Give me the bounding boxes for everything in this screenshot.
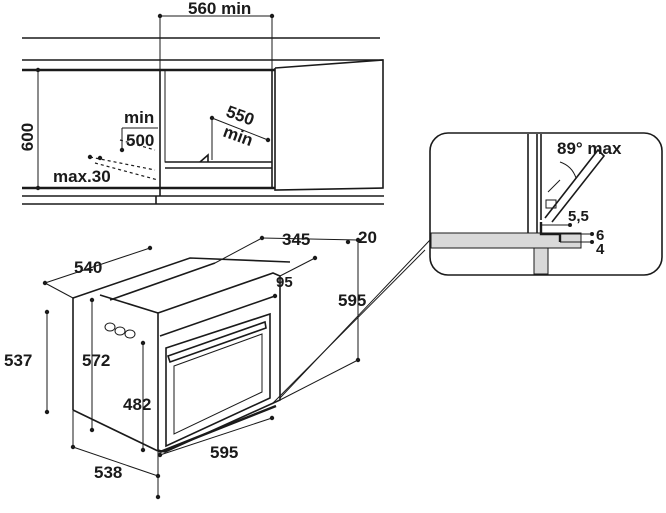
oven-body-height-label: 537 — [4, 351, 32, 370]
detail-dim-6-end — [590, 232, 594, 236]
detail-frame — [429, 132, 663, 276]
oven-top-inner-edge — [99, 294, 159, 314]
dim-595h-end-2 — [269, 415, 275, 421]
detail-door-open — [544, 148, 606, 223]
gap-dim-end-1 — [97, 155, 103, 161]
detail-dim-55-end — [568, 223, 572, 227]
detail-angle-arc — [559, 161, 577, 179]
opening-dash-2 — [94, 162, 159, 181]
detail-shelf — [430, 232, 582, 249]
oven-height-label: 595 — [338, 291, 366, 310]
oven-body-bottom-edge — [72, 409, 161, 453]
gap-dim-end-2 — [87, 154, 93, 160]
oven-top-side-line — [109, 262, 216, 301]
oven-door-height-label: 482 — [123, 395, 151, 414]
dim-572-end-top — [89, 297, 95, 303]
vent-hole-2 — [114, 326, 126, 336]
oven-width-label: 595 — [210, 443, 238, 462]
oven-door-window — [173, 333, 263, 435]
cabinet-opening-label: 500 — [126, 131, 154, 150]
dim-540-end-2 — [147, 245, 153, 251]
dim-95-line — [279, 257, 316, 277]
dim-540-line — [44, 247, 151, 284]
cabinet-width-label: 560 min — [188, 0, 251, 18]
cabinet-drawing: 560 min 600 550 min min 500 max.30 — [18, 0, 384, 205]
depth-dimension-line — [211, 117, 269, 141]
opening-dash-1 — [89, 156, 156, 171]
width-dim-end-left — [157, 13, 163, 19]
control-strip-line — [159, 295, 276, 337]
oven-door — [165, 312, 271, 448]
detail-dim-c-label: 4 — [596, 241, 605, 258]
cabinet-gap-label: max.30 — [53, 167, 111, 186]
oven-depth-label: 540 — [74, 258, 102, 277]
dim-345-ext — [214, 237, 263, 264]
dim-595h-line — [159, 417, 273, 456]
dim-345-line — [261, 237, 359, 241]
detail-hinge-block — [545, 199, 557, 209]
detail-dim-4-end — [590, 240, 594, 244]
dim-595v-ext — [279, 359, 359, 401]
cabinet-height-label: 600 — [18, 123, 37, 151]
dim-540-ext — [44, 282, 74, 299]
detail-step — [539, 222, 562, 242]
vent-hole-3 — [124, 329, 136, 339]
dim-538-end-1 — [70, 444, 76, 450]
dim-572-end-bottom — [89, 427, 95, 433]
dim-538-line — [72, 446, 159, 477]
depth-dim-end-2 — [265, 137, 271, 143]
depth-dim-end-1 — [209, 115, 215, 121]
oven-drawing: 540 537 572 538 345 20 95 595 482 595 — [4, 228, 377, 500]
dim-95-end-1 — [312, 255, 318, 261]
dim-20-end — [345, 239, 351, 245]
niche-back-wall — [160, 69, 210, 163]
vent-hole-1 — [104, 322, 116, 332]
detail-dim-a-label: 5,5 — [568, 208, 589, 225]
width-dim-end-right — [269, 13, 275, 19]
oven-top-back-edge — [72, 257, 291, 299]
dim-95-end-2 — [272, 293, 278, 299]
opening-dash-3 — [119, 139, 156, 151]
opening-dim-end — [119, 147, 125, 153]
niche-back-step — [199, 153, 209, 163]
detail-angle-label: 89° max — [557, 139, 622, 158]
oven-top-offset-label: 345 — [282, 230, 310, 249]
detail-connector-2 — [271, 249, 426, 405]
dim-595h-end-3 — [155, 494, 161, 500]
oven-door-handle — [166, 320, 267, 364]
detail-dim-b-label: 6 — [596, 227, 604, 244]
height-dim-end-bottom — [35, 185, 41, 191]
oven-bottom-trim — [159, 404, 277, 454]
oven-side-label: 20 — [358, 228, 377, 247]
dim-537-end-bottom — [44, 409, 50, 415]
oven-bottom-depth-label: 538 — [94, 463, 122, 482]
detail-connector-1 — [279, 239, 431, 399]
oven-panel-label: 95 — [276, 274, 293, 291]
detail-hinge — [547, 179, 561, 193]
dim-482-end-bottom — [140, 447, 146, 453]
cabinet-min-label: min — [124, 108, 154, 127]
height-dim-end-top — [35, 67, 41, 73]
oven-front-height-label: 572 — [82, 351, 110, 370]
dim-537-end-top — [44, 309, 50, 315]
adjacent-unit — [274, 59, 384, 191]
dim-482-end-top — [140, 340, 146, 346]
detail-shelf-support — [533, 247, 549, 275]
detail-callout: 89° max 5,5 6 4 — [429, 132, 663, 276]
dim-595h-end-1 — [157, 452, 163, 458]
